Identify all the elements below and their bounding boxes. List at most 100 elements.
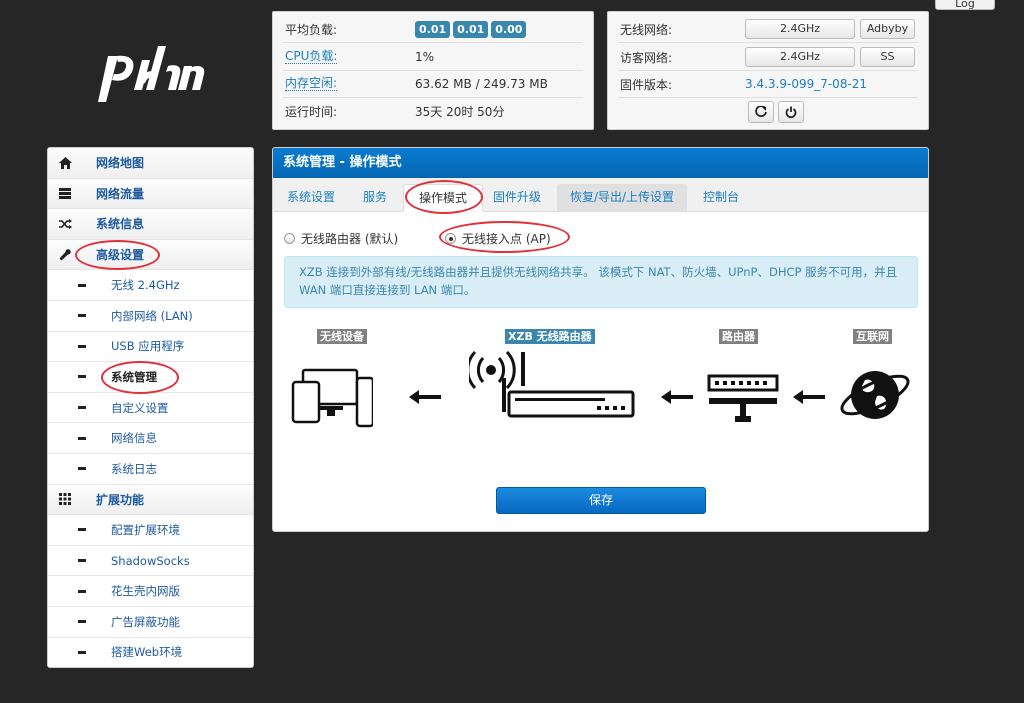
server-icon — [58, 186, 72, 200]
sidebar-item-label: 网络流量 — [96, 186, 145, 201]
sidebar-item-13[interactable]: ShadowSocks — [48, 545, 253, 577]
wrench-icon — [58, 248, 72, 262]
load-badge-5: 0.01 — [453, 20, 489, 38]
tab-console[interactable]: 控制台 — [702, 190, 739, 204]
label-router: 路由器 — [719, 329, 758, 344]
dash-icon — [78, 283, 86, 287]
sidebar-item-4[interactable]: 无线 2.4GHz — [48, 270, 253, 301]
firmware-row: 固件版本: 3.4.3.9-099_7-08-21 — [618, 71, 918, 98]
sidebar-item-0[interactable]: 网络地图 — [48, 148, 253, 179]
save-button[interactable]: 保存 — [496, 487, 706, 514]
sidebar-item-16[interactable]: 搭建Web环境 — [48, 637, 253, 667]
sidebar-subitem-label: 网络信息 — [111, 431, 157, 446]
brand-logo — [98, 46, 205, 102]
sidebar-subitem-label: USB 应用程序 — [111, 339, 185, 354]
wireless-router-icon — [469, 350, 635, 418]
router-mode-label: 无线路由器 (默认) — [301, 232, 399, 246]
sidebar-subitem-label: 自定义设置 — [111, 400, 169, 415]
operation-mode-panel: 系统管理 - 操作模式 系统设置 服务 操作模式 固件升级 恢复/导出/上传设置… — [272, 147, 929, 532]
sidebar-subitem-label: 无线 2.4GHz — [111, 278, 180, 293]
sidebar-subitem-label: 广告屏蔽功能 — [111, 614, 180, 629]
cpu-link[interactable]: CPU负载: — [285, 49, 338, 64]
sidebar-item-3[interactable]: 高级设置 — [48, 239, 253, 271]
sidebar-item-10[interactable]: 系统日志 — [48, 453, 253, 485]
logout-button[interactable]: Log — [935, 0, 995, 10]
dash-icon — [78, 406, 86, 410]
sidebar-subitem-label: 内部网络 (LAN) — [111, 308, 193, 323]
wifi-band-button[interactable]: 2.4GHz — [745, 19, 855, 39]
sidebar-item-1[interactable]: 网络流量 — [48, 178, 253, 210]
sidebar-item-label: 扩展功能 — [96, 492, 145, 507]
wifi-label: 无线网络: — [620, 22, 673, 37]
dash-icon — [78, 589, 86, 593]
guest-row: 访客网络: 2.4GHz SS — [618, 44, 918, 71]
grid-icon — [58, 492, 72, 506]
arrow-left-icon — [793, 390, 825, 404]
tab-backup-restore[interactable]: 恢复/导出/上传设置 — [557, 184, 687, 212]
guest-band-button[interactable]: 2.4GHz — [745, 47, 855, 67]
dash-icon — [78, 528, 86, 532]
sidebar-item-8[interactable]: 自定义设置 — [48, 392, 253, 424]
home-icon — [58, 156, 72, 170]
sidebar-subitem-label: 配置扩展环境 — [111, 522, 180, 537]
uptime-row: 运行时间: 35天 20时 50分 — [283, 98, 583, 125]
router-icon — [707, 374, 779, 422]
power-row — [618, 98, 918, 125]
tab-services[interactable]: 服务 — [362, 190, 387, 204]
memory-row: 内存空闲: 63.62 MB / 249.73 MB — [283, 71, 583, 98]
devices-icon — [291, 368, 373, 428]
sidebar-item-15[interactable]: 广告屏蔽功能 — [48, 606, 253, 638]
label-wireless-devices: 无线设备 — [317, 329, 367, 344]
dash-icon — [78, 620, 86, 624]
sidebar-item-14[interactable]: 花生壳内网版 — [48, 576, 253, 607]
dash-icon — [78, 344, 86, 348]
tab-operation-mode[interactable]: 操作模式 — [403, 184, 483, 212]
panel-title: 系统管理 - 操作模式 — [273, 148, 928, 178]
sidebar-subitem-label: 搭建Web环境 — [111, 645, 183, 660]
uptime-label: 运行时间: — [285, 105, 338, 119]
load-label: 平均负载: — [285, 22, 338, 37]
load-badge-15: 0.00 — [491, 20, 527, 38]
mode-info-box: XZB 连接到外部有线/无线路由器并且提供无线网络共享。 该模式下 NAT、防火… — [284, 256, 918, 308]
tab-firmware-upgrade[interactable]: 固件升级 — [492, 190, 541, 204]
sidebar-item-5[interactable]: 内部网络 (LAN) — [48, 300, 253, 332]
dash-icon — [78, 314, 86, 318]
sidebar-item-9[interactable]: 网络信息 — [48, 423, 253, 454]
adbyby-button[interactable]: Adbyby — [860, 19, 915, 39]
router-mode-radio[interactable]: 无线路由器 (默认) — [284, 230, 398, 247]
cpu-value: 1% — [415, 50, 435, 64]
dash-icon — [78, 650, 86, 654]
power-icon — [785, 106, 797, 118]
firmware-version[interactable]: 3.4.3.9-099_7-08-21 — [745, 77, 868, 91]
shuffle-icon — [58, 217, 72, 231]
dash-icon — [78, 436, 86, 440]
sidebar-item-12[interactable]: 配置扩展环境 — [48, 515, 253, 546]
arrow-left-icon — [409, 390, 441, 404]
sidebar-item-6[interactable]: USB 应用程序 — [48, 331, 253, 363]
ap-mode-radio[interactable]: 无线接入点 (AP) — [445, 230, 551, 247]
sidebar-item-11[interactable]: 扩展功能 — [48, 484, 253, 516]
memory-value: 63.62 MB / 249.73 MB — [415, 77, 548, 91]
tab-bar: 系统设置 服务 操作模式 固件升级 恢复/导出/上传设置 控制台 — [273, 178, 928, 212]
sidebar-item-7[interactable]: 系统管理 — [48, 362, 253, 393]
reboot-button[interactable] — [748, 100, 774, 123]
tab-system-settings[interactable]: 系统设置 — [286, 190, 335, 204]
memory-link[interactable]: 内存空闲: — [285, 76, 338, 91]
sidebar-subitem-label: ShadowSocks — [111, 553, 190, 568]
wifi-row: 无线网络: 2.4GHz Adbyby — [618, 16, 918, 43]
shutdown-button[interactable] — [778, 100, 804, 123]
radio-circle — [284, 233, 295, 244]
label-internet: 互联网 — [853, 329, 892, 344]
sidebar-subitem-label: 系统日志 — [111, 461, 157, 476]
sidebar-subitem-label: 花生壳内网版 — [111, 584, 180, 599]
label-xzb-router: XZB 无线路由器 — [505, 329, 595, 344]
radio-circle-checked — [445, 233, 456, 244]
dash-icon — [78, 467, 86, 471]
globe-icon — [840, 371, 910, 419]
sidebar-item-2[interactable]: 系统信息 — [48, 209, 253, 240]
ss-button[interactable]: SS — [860, 47, 915, 67]
dash-icon — [78, 375, 86, 379]
